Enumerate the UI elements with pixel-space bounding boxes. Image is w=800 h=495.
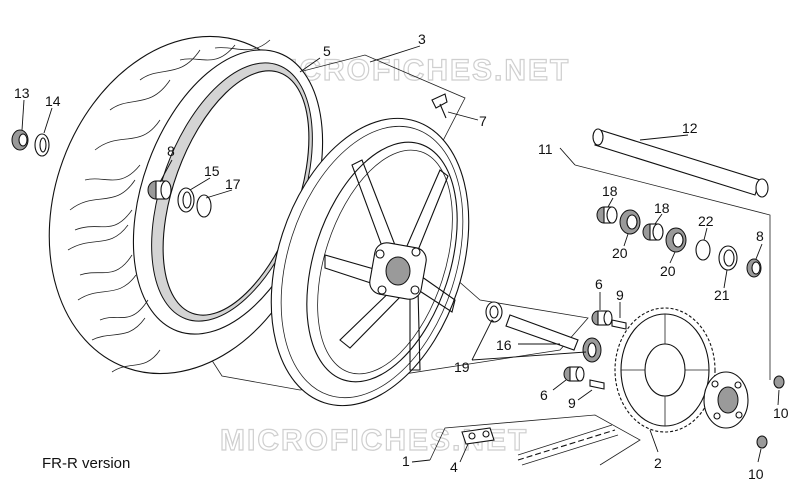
part-14-washer (34, 133, 50, 157)
callout-20-a: 20 (612, 245, 628, 261)
callout-2: 2 (654, 455, 662, 471)
callout-14: 14 (45, 93, 61, 109)
part-10-nut-b (756, 435, 768, 449)
part-1-chain (517, 424, 619, 466)
part-17-circlip (196, 194, 212, 218)
callout-3: 3 (418, 31, 426, 47)
callout-5: 5 (323, 43, 331, 59)
part-8-spacer-left (147, 180, 172, 200)
callout-15: 15 (204, 163, 220, 179)
part-13-nut (11, 129, 29, 151)
part-6-bush-a (591, 310, 613, 326)
callout-11: 11 (538, 141, 553, 157)
callout-17: 17 (225, 176, 241, 192)
version-label: FR-R version (42, 455, 131, 472)
callout-20-b: 20 (660, 263, 676, 279)
part-19-seal (485, 301, 503, 323)
leader-lines (21, 45, 780, 463)
wheel-rim (270, 93, 470, 407)
callout-4: 4 (450, 459, 458, 475)
callout-18-a: 18 (602, 183, 618, 199)
callout-1: 1 (402, 453, 410, 469)
watermark-top: MICROFICHES.NET (261, 53, 570, 87)
part-9-bolt-a (611, 319, 627, 330)
part-20-bearing-b (665, 227, 687, 253)
part-2-sprocket (614, 307, 716, 433)
svg-text:MICROFICHES.NET: MICROFICHES.NET (262, 54, 570, 87)
callout-19: 19 (454, 359, 470, 375)
callout-12: 12 (682, 120, 698, 136)
part-15-bearing (177, 187, 195, 213)
part-12-axle (592, 128, 769, 198)
callout-22: 22 (698, 213, 714, 229)
chain-box-outline (429, 414, 641, 466)
callout-18-b: 18 (654, 200, 670, 216)
callout-6-b: 6 (540, 387, 548, 403)
part-19-bearing (582, 337, 602, 363)
part-22-circlip (695, 239, 711, 261)
part-18-spacer-b (642, 223, 664, 241)
callout-8-right: 8 (756, 228, 764, 244)
callout-9-a: 9 (616, 287, 624, 303)
callout-6-a: 6 (595, 276, 603, 292)
part-16-spacer (505, 314, 579, 351)
callout-9-b: 9 (568, 395, 576, 411)
callout-21: 21 (714, 287, 730, 303)
part-4-chain-link (461, 427, 495, 445)
part-10-nut-a (773, 375, 785, 389)
callout-10-a: 10 (773, 405, 789, 421)
callout-7: 7 (479, 113, 487, 129)
sprocket-flange (703, 371, 749, 429)
part-9-bolt-b (589, 379, 605, 390)
callout-10-b: 10 (748, 466, 764, 482)
part-18-spacer-a (596, 206, 618, 224)
part-21-seal (718, 245, 738, 271)
callout-8-left: 8 (167, 143, 175, 159)
part-8-spacer-right (746, 258, 762, 278)
part-6-bush-b (563, 366, 585, 382)
callout-13: 13 (14, 85, 30, 101)
part-20-bearing-a (619, 209, 641, 235)
callout-16: 16 (496, 337, 512, 353)
tyre (48, 35, 324, 375)
